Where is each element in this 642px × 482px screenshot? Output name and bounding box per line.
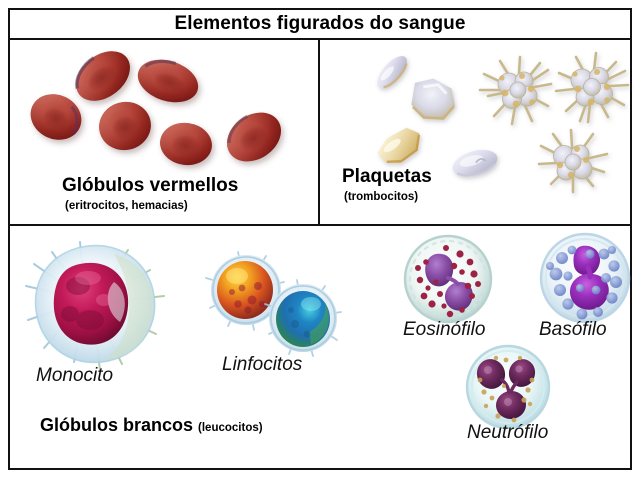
neutrophil-label: Neutrófilo [467, 422, 549, 443]
red-blood-cells-title: Glóbulos vermellos [62, 175, 239, 196]
lymphocytes-artwork [200, 248, 350, 363]
white-blood-cells-title-group: Glóbulos brancos (leucocitos) [40, 416, 263, 435]
red-blood-cells-artwork [28, 44, 308, 179]
red-blood-cells-panel: Glóbulos vermellos (eritrocitos, hemacia… [10, 40, 320, 224]
monocyte-artwork [18, 234, 178, 374]
figure-title-bar: Elementos figurados do sangue [10, 10, 630, 40]
upper-band: Glóbulos vermellos (eritrocitos, hemacia… [10, 40, 630, 226]
platelets-artwork [340, 42, 636, 194]
white-blood-cells-panel: Monocito Linfocitos Eosinófilo Basófilo … [10, 226, 631, 468]
blood-components-figure: Elementos figurados do sangue [8, 8, 632, 470]
eosinophil-artwork [400, 232, 496, 328]
platelets-title: Plaquetas [342, 166, 432, 187]
white-blood-cells-title: Glóbulos brancos [40, 415, 194, 435]
white-blood-cells-subtitle: (leucocitos) [198, 422, 263, 434]
neutrophil-artwork [462, 342, 554, 434]
basophil-label: Basófilo [539, 319, 607, 340]
lymphocytes-label: Linfocitos [222, 354, 303, 375]
platelets-panel: Plaquetas (trombocitos) [320, 40, 630, 224]
figure-title: Elementos figurados do sangue [174, 13, 466, 34]
eosinophil-label: Eosinófilo [403, 319, 486, 340]
red-blood-cells-subtitle: (eritrocitos, hemacias) [65, 200, 188, 212]
monocyte-label: Monocito [36, 365, 114, 386]
basophil-artwork [536, 230, 634, 328]
platelets-subtitle: (trombocitos) [344, 191, 419, 203]
